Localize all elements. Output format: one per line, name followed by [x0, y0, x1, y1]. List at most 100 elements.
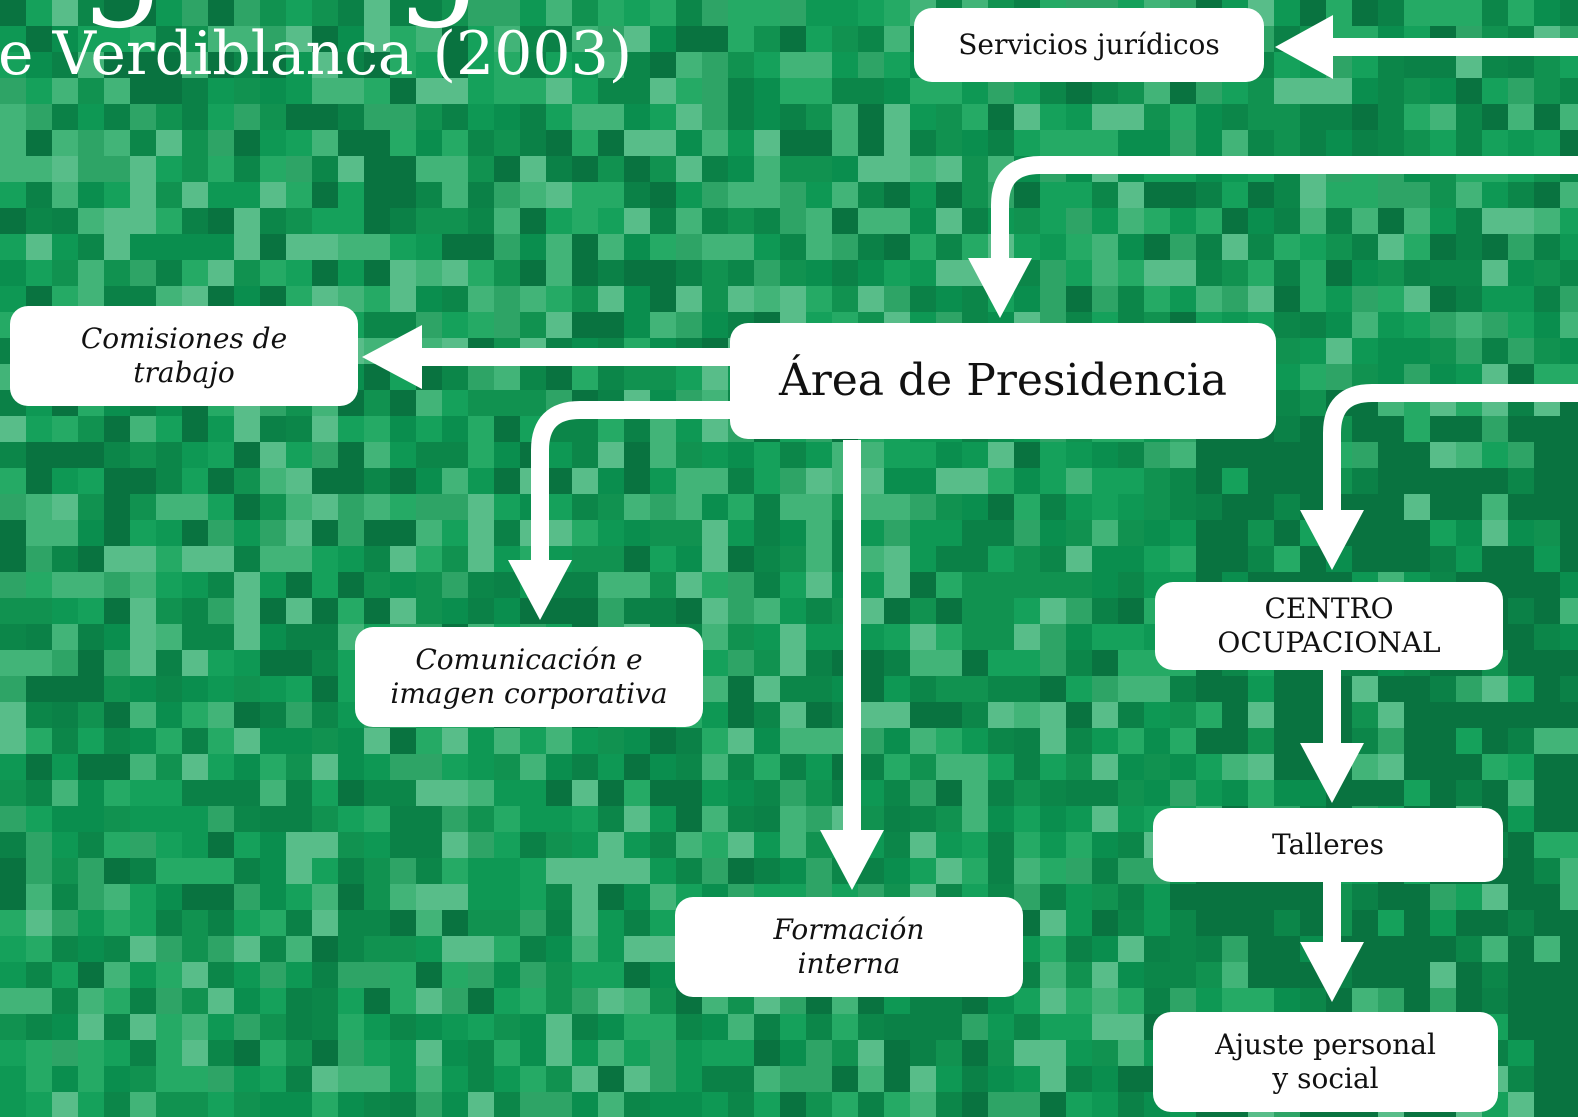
mosaic-tile	[494, 1014, 520, 1040]
mosaic-tile	[182, 494, 208, 520]
mosaic-tile	[962, 806, 988, 832]
mosaic-tile	[520, 858, 546, 884]
mosaic-tile	[26, 182, 52, 208]
mosaic-tile	[1508, 780, 1534, 806]
mosaic-tile	[676, 234, 702, 260]
mosaic-tile	[702, 364, 728, 390]
mosaic-tile	[1326, 130, 1352, 156]
mosaic-tile	[910, 832, 936, 858]
mosaic-tile	[728, 0, 754, 26]
mosaic-tile	[104, 806, 130, 832]
mosaic-tile	[754, 494, 780, 520]
mosaic-tile	[910, 702, 936, 728]
mosaic-tile	[156, 910, 182, 936]
mosaic-tile	[1040, 104, 1066, 130]
mosaic-tile	[494, 1092, 520, 1117]
mosaic-tile	[1378, 728, 1404, 754]
mosaic-tile	[1534, 312, 1560, 338]
mosaic-tile	[624, 78, 650, 104]
arrowhead-presidencia	[968, 258, 1032, 318]
mosaic-tile	[286, 728, 312, 754]
mosaic-tile	[182, 156, 208, 182]
mosaic-tile	[832, 0, 858, 26]
mosaic-tile	[624, 728, 650, 754]
mosaic-tile	[208, 910, 234, 936]
mosaic-tile	[1508, 832, 1534, 858]
mosaic-tile	[832, 130, 858, 156]
mosaic-tile	[1248, 910, 1274, 936]
mosaic-tile	[468, 78, 494, 104]
mosaic-tile	[676, 858, 702, 884]
mosaic-tile	[260, 416, 286, 442]
mosaic-tile	[442, 546, 468, 572]
mosaic-tile	[364, 312, 390, 338]
mosaic-tile	[1378, 442, 1404, 468]
mosaic-tile	[1066, 624, 1092, 650]
mosaic-tile	[208, 52, 234, 78]
mosaic-tile	[1430, 312, 1456, 338]
mosaic-tile	[1352, 260, 1378, 286]
mosaic-tile	[1040, 650, 1066, 676]
mosaic-tile	[1040, 780, 1066, 806]
mosaic-tile	[52, 130, 78, 156]
mosaic-tile	[1040, 182, 1066, 208]
mosaic-tile	[1014, 988, 1040, 1014]
mosaic-tile	[364, 78, 390, 104]
mosaic-tile	[1170, 546, 1196, 572]
mosaic-tile	[1170, 676, 1196, 702]
mosaic-tile	[598, 442, 624, 468]
mosaic-tile	[1534, 1014, 1560, 1040]
mosaic-tile	[988, 572, 1014, 598]
mosaic-tile	[1066, 806, 1092, 832]
mosaic-tile	[572, 182, 598, 208]
node-ajuste-label-1: Ajuste personal	[1215, 1028, 1436, 1062]
mosaic-tile	[754, 1014, 780, 1040]
mosaic-tile	[0, 260, 26, 286]
mosaic-tile	[1456, 260, 1482, 286]
mosaic-tile	[1508, 676, 1534, 702]
mosaic-tile	[390, 208, 416, 234]
mosaic-tile	[26, 156, 52, 182]
mosaic-tile	[520, 312, 546, 338]
mosaic-tile	[1430, 520, 1456, 546]
mosaic-tile	[1404, 338, 1430, 364]
mosaic-tile	[0, 416, 26, 442]
mosaic-tile	[650, 156, 676, 182]
mosaic-tile	[1144, 468, 1170, 494]
mosaic-tile	[650, 884, 676, 910]
mosaic-tile	[650, 312, 676, 338]
mosaic-tile	[78, 832, 104, 858]
mosaic-tile	[494, 884, 520, 910]
mosaic-tile	[650, 130, 676, 156]
mosaic-tile	[364, 936, 390, 962]
mosaic-tile	[806, 1092, 832, 1117]
mosaic-tile	[1482, 208, 1508, 234]
mosaic-tile	[624, 26, 650, 52]
mosaic-tile	[1196, 104, 1222, 130]
mosaic-tile	[1300, 884, 1326, 910]
mosaic-tile	[416, 884, 442, 910]
mosaic-tile	[156, 520, 182, 546]
mosaic-tile	[1456, 780, 1482, 806]
mosaic-tile	[0, 182, 26, 208]
mosaic-tile	[182, 442, 208, 468]
mosaic-tile	[1170, 78, 1196, 104]
mosaic-tile	[754, 624, 780, 650]
mosaic-tile	[208, 416, 234, 442]
mosaic-tile	[780, 208, 806, 234]
arrowhead-centro	[1300, 510, 1364, 570]
mosaic-tile	[1014, 546, 1040, 572]
mosaic-tile	[1040, 910, 1066, 936]
mosaic-tile	[416, 832, 442, 858]
mosaic-tile	[156, 182, 182, 208]
mosaic-tile	[572, 442, 598, 468]
mosaic-tile	[130, 832, 156, 858]
mosaic-tile	[624, 52, 650, 78]
mosaic-tile	[0, 78, 26, 104]
mosaic-tile	[1560, 78, 1578, 104]
mosaic-tile	[390, 598, 416, 624]
mosaic-tile	[234, 26, 260, 52]
mosaic-tile	[260, 52, 286, 78]
mosaic-tile	[754, 260, 780, 286]
mosaic-tile	[1482, 702, 1508, 728]
